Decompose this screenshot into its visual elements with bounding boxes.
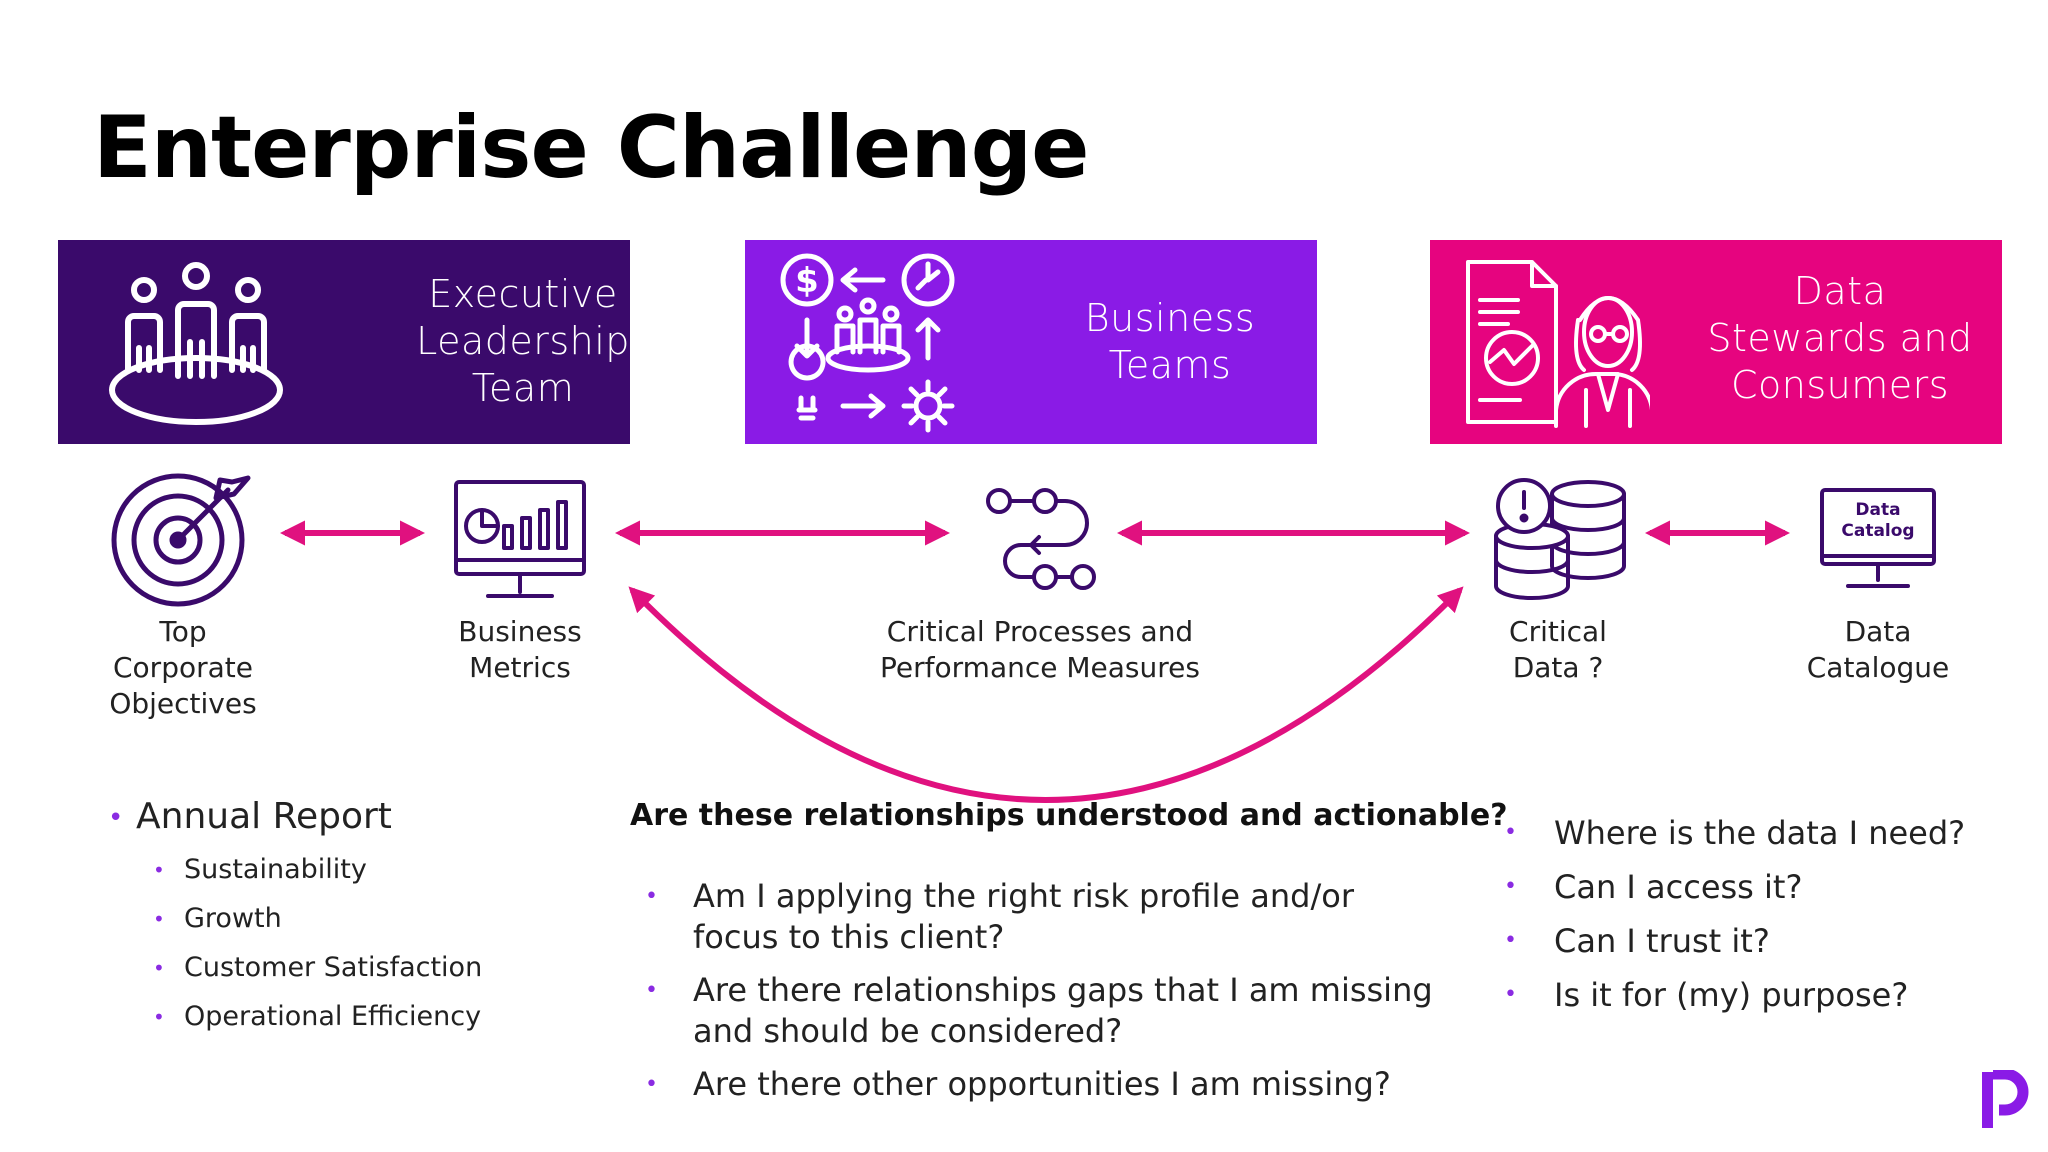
relationships-question: Are these relationships understood and a… [630,798,1508,833]
data-stewards-label: Data Stewards and Consumers [1707,269,1973,407]
data-catalog-monitor-icon: Data Catalog [1818,486,1938,598]
data-catalog-icon-text: Data Catalog [1841,500,1915,541]
target-icon [111,473,251,607]
node-label-objectives: Top Corporate Objectives [109,615,257,720]
list-item: Sustainability [150,852,482,901]
executive-leadership-panel: Executive Leadership Team [58,240,630,444]
process-flow-icon [986,488,1096,590]
p-logo-icon [1982,1070,2029,1128]
business-teams-panel: $ Business Teams [745,240,1317,444]
list-item: Can I access it? [1500,867,1965,921]
list-item: Are there other opportunities I am missi… [643,1064,1433,1105]
node-label-metrics: Business Metrics [458,615,582,684]
node-label-processes: Critical Processes and Performance Measu… [880,615,1200,684]
analyst-with-report-icon [1466,260,1650,428]
list-item: Where is the data I need? [1500,813,1965,867]
business-process-cycle-icon: $ [780,253,955,433]
list-item: Can I trust it? [1500,921,1965,975]
node-label-catalogue: Data Catalogue [1806,615,1950,684]
people-on-platform-icon [109,262,283,425]
slide-title: Enterprise Challenge [93,98,1089,198]
business-teams-label: Business Teams [1084,296,1256,387]
list-item: Are there relationships gaps that I am m… [643,970,1433,1052]
dashboard-monitor-icon [454,480,586,598]
svg-text:$: $ [795,261,819,301]
list-item: Operational Efficiency [150,999,482,1048]
list-item: Growth [150,901,482,950]
executive-leadership-label: Executive Leadership Team [416,272,630,410]
arrow-metrics-critical-data-arc [628,586,1464,803]
annual-report-sublist: Sustainability Growth Customer Satisfact… [150,852,482,1048]
data-questions-list: Where is the data I need? Can I access i… [1500,813,1965,1029]
relationship-questions-list: Am I applying the right risk profile and… [643,876,1433,1117]
list-item: Am I applying the right risk profile and… [643,876,1433,958]
list-item: Annual Report [108,796,392,840]
node-label-critical-data: Critical Data ? [1509,615,1607,684]
annual-report-list: Annual Report [108,796,392,840]
database-alert-icon [1494,478,1626,600]
list-item: Is it for (my) purpose? [1500,975,1965,1029]
data-stewards-panel: Data Stewards and Consumers [1430,240,2002,444]
list-item: Customer Satisfaction [150,950,482,999]
